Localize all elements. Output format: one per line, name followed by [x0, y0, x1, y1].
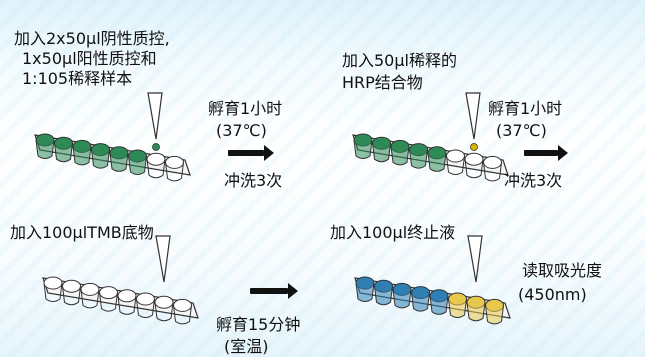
well: [165, 155, 184, 169]
well-tube: [136, 298, 155, 318]
step3-incubate-line1: 孵育15分钟: [216, 315, 301, 334]
well: [62, 279, 81, 293]
step2-incubate-line1: 孵育1小时: [488, 99, 563, 118]
well-tube: [154, 302, 174, 322]
step3-incubate-line2: (室温): [224, 337, 269, 356]
arrow-step3: [250, 283, 298, 299]
well-tube: [146, 159, 166, 179]
well: [483, 155, 502, 169]
step1-label-line1: 加入2x50μl阴性质控,: [14, 29, 170, 48]
well-tube: [390, 146, 410, 166]
well-tube: [485, 305, 504, 325]
well: [117, 289, 137, 303]
step2-strip: [352, 92, 509, 182]
well-tube: [117, 295, 137, 315]
step2-label-line1: 加入50μl稀释的: [342, 51, 457, 70]
step4-strip: [354, 235, 511, 325]
well-tube: [411, 292, 430, 312]
pipette-icon: [465, 92, 481, 140]
well-tube: [448, 298, 467, 318]
step1-strip: [34, 92, 191, 182]
well-tube: [446, 155, 465, 175]
well-tube: [392, 289, 412, 309]
well-tube: [43, 282, 63, 302]
microplate-strip: [352, 92, 509, 182]
well-tube: [374, 286, 393, 306]
well: [99, 286, 118, 300]
drop-icon: [470, 143, 478, 151]
well-tube: [427, 152, 447, 172]
well-tube: [353, 139, 373, 159]
well-tube: [429, 295, 449, 315]
step1-wash: 冲洗3次: [224, 171, 283, 190]
microplate-strip: [34, 92, 191, 182]
well-tube: [466, 302, 486, 322]
well: [146, 152, 166, 166]
step1-label-line2: 1x50μl阳性质控和: [22, 49, 157, 68]
step4-label: 加入100μl终止液: [330, 223, 456, 242]
arrow-step1: [228, 145, 274, 161]
step3-strip: [42, 235, 199, 325]
well: [136, 292, 155, 306]
well-tube: [35, 139, 55, 159]
well-tube: [128, 155, 147, 175]
drop-icon: [152, 143, 160, 151]
well-tube: [62, 286, 81, 306]
well-tube: [483, 162, 502, 182]
step2-label-line2: HRP结合物: [342, 73, 423, 92]
well: [154, 295, 174, 309]
well: [464, 152, 484, 166]
step4-read-line1: 读取吸光度: [522, 261, 603, 280]
well-tube: [355, 282, 375, 302]
step3-label: 加入100μlTMB底物: [10, 223, 154, 242]
step1-incubate-line1: 孵育1小时: [208, 99, 283, 118]
pipette-icon: [467, 235, 483, 283]
step1-label-line3: 1:105稀释样本: [22, 69, 133, 88]
well-tube: [464, 159, 484, 179]
well-tube: [80, 289, 100, 309]
step1-incubate-line2: (37℃): [216, 121, 267, 140]
well: [446, 149, 465, 163]
well-tube: [99, 292, 118, 312]
well-tube: [409, 149, 428, 169]
well-tube: [72, 146, 92, 166]
step2-wash: 冲洗3次: [504, 171, 563, 190]
well-tube: [165, 162, 184, 182]
pipette-icon: [147, 92, 163, 140]
well-tube: [91, 149, 110, 169]
step2-incubate-line2: (37℃): [496, 121, 547, 140]
arrow-step2: [524, 145, 568, 161]
well: [173, 298, 192, 312]
pipette-icon: [155, 235, 171, 283]
microplate-strip: [354, 235, 511, 325]
microplate-strip: [42, 235, 199, 325]
step4-read-line2: (450nm): [518, 285, 587, 304]
well-tube: [109, 152, 129, 172]
well-tube: [372, 143, 391, 163]
well-tube: [173, 305, 192, 325]
well: [43, 276, 63, 290]
well-tube: [54, 143, 73, 163]
well: [80, 282, 100, 296]
